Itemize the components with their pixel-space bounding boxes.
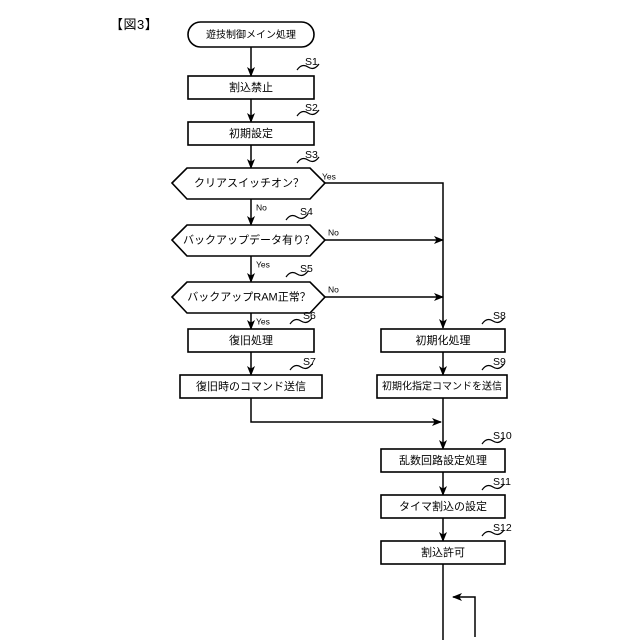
node-s4-shape[interactable]: [170, 224, 327, 257]
node-s5-shape[interactable]: [170, 281, 327, 314]
node-s1-label: 割込禁止: [229, 80, 273, 94]
step-label-s7: S7: [303, 356, 316, 368]
leader-s4: [285, 213, 309, 221]
leader-s6: [289, 317, 313, 325]
edge-label-s3-no: No: [256, 202, 267, 212]
leader-s5: [285, 270, 309, 278]
node-s8-shape[interactable]: [380, 328, 506, 353]
node-s12-shape[interactable]: [380, 540, 506, 565]
leader-s12: [481, 529, 505, 537]
leader-s3: [296, 156, 320, 164]
node-s7-shape[interactable]: [179, 374, 323, 399]
node-s10-label: 乱数回路設定処理: [399, 453, 487, 467]
leader-s7: [289, 363, 313, 371]
step-label-s5: S5: [300, 263, 313, 275]
step-label-s8: S8: [493, 310, 506, 322]
step-label-s4: S4: [300, 206, 313, 218]
node-s11-label: タイマ割込の設定: [399, 499, 487, 513]
figure-title: 【図3】: [110, 17, 159, 32]
edge-label-s5-yes: Yes: [256, 316, 270, 326]
leader-s11: [481, 483, 505, 491]
node-s7-label: 復旧時のコマンド送信: [196, 379, 306, 393]
leader-s10: [481, 437, 505, 445]
edge-label-s4-yes: Yes: [256, 259, 270, 269]
node-s12-label: 割込許可: [421, 545, 465, 559]
node-s2-label: 初期設定: [229, 126, 273, 140]
step-label-s12: S12: [493, 522, 512, 534]
node-s1-shape[interactable]: [187, 75, 315, 100]
node-s10-shape[interactable]: [380, 448, 506, 473]
leader-s2: [296, 109, 320, 117]
step-label-s9: S9: [493, 356, 506, 368]
step-label-s1: S1: [305, 56, 318, 68]
step-label-s2: S2: [305, 102, 318, 114]
node-start-shape[interactable]: [187, 21, 315, 48]
step-label-s11: S11: [493, 476, 511, 488]
leader-s1: [296, 63, 320, 71]
leader-s8: [481, 317, 505, 325]
connector-s3yes-s8: [325, 182, 447, 329]
node-start-label: 遊技制御メイン処理: [206, 28, 296, 41]
node-s6-label: 復旧処理: [229, 334, 273, 347]
node-s9-label: 初期化指定コマンドを送信: [382, 380, 502, 393]
edge-label-s4-no: No: [328, 227, 339, 237]
node-s4-label: バックアップデータ有り？: [183, 232, 315, 246]
node-s5-label: バックアップRAM正常？: [187, 290, 310, 303]
edge-label-s3-yes: Yes: [322, 171, 336, 181]
step-label-s10: S10: [493, 430, 512, 442]
node-s9-shape[interactable]: [376, 374, 508, 399]
step-label-s6: S6: [303, 310, 316, 322]
node-s3-label: クリアスイッチオン？: [194, 176, 304, 189]
node-s11-shape[interactable]: [380, 494, 506, 519]
connector-s7-merge: [250, 398, 442, 426]
node-s8-label: 初期化処理: [416, 333, 471, 347]
node-s2-shape[interactable]: [187, 121, 315, 146]
node-s6-shape[interactable]: [187, 328, 315, 353]
leader-s9: [481, 363, 505, 371]
edge-label-s5-no: No: [328, 284, 339, 294]
node-s3-shape[interactable]: [170, 167, 327, 200]
step-label-s3: S3: [305, 149, 318, 161]
connector-loopback: [452, 593, 476, 637]
